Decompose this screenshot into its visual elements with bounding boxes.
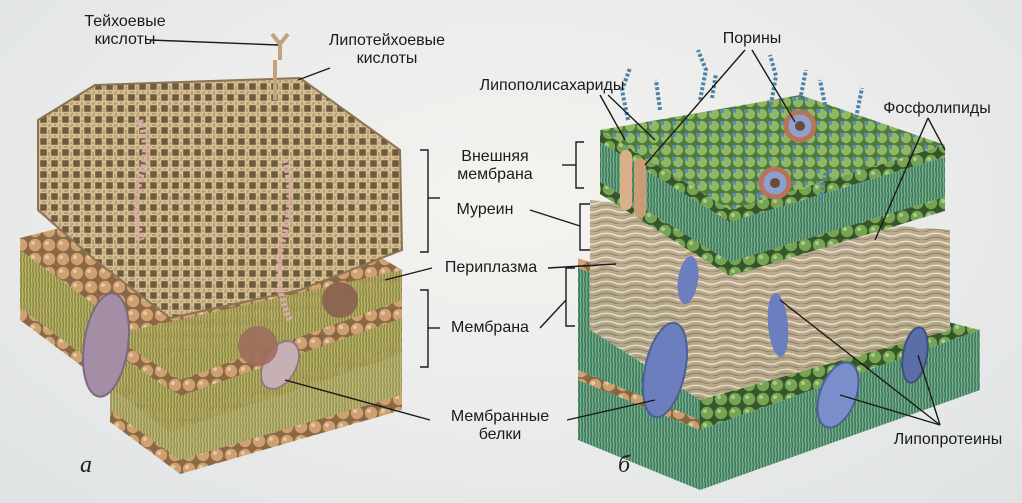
membrane-label: Мембрана — [451, 319, 529, 336]
outer-membrane-line2: мембрана — [457, 166, 533, 183]
leader-lines — [149, 39, 946, 426]
membrane-proteins-line1: Мембранные — [450, 408, 550, 425]
porins-label: Порины — [722, 30, 782, 47]
teichoic-acids-label: Тейхоевые кислоты — [70, 13, 180, 49]
panel-b-letter: б — [618, 452, 631, 478]
lipoteichoic-acids-label: Липотейхоевые кислоты — [312, 32, 462, 68]
panel-a-letter: а — [80, 452, 92, 478]
phospholipids-label: Фосфолипиды — [883, 100, 991, 117]
murein-label: Муреин — [456, 201, 514, 218]
panel-b-illustration — [578, 49, 980, 490]
lipoteichoic-line2: кислоты — [356, 50, 418, 67]
outer-membrane-label: Внешняя мембрана — [440, 148, 550, 184]
panel-a-illustration — [20, 32, 404, 474]
outer-membrane-line1: Внешняя — [461, 148, 529, 165]
membrane-proteins-line2: белки — [478, 426, 522, 443]
lipoproteins-label: Липопротеины — [893, 431, 1003, 448]
teichoic-line2: кислоты — [94, 31, 156, 48]
teichoic-line1: Тейхоевые — [84, 13, 166, 30]
membrane-proteins-label: Мембранные белки — [430, 408, 570, 444]
periplasm-label: Периплазма — [444, 259, 538, 276]
lipoteichoic-line1: Липотейхоевые — [328, 32, 446, 49]
lps-label: Липополисахариды — [479, 77, 625, 94]
